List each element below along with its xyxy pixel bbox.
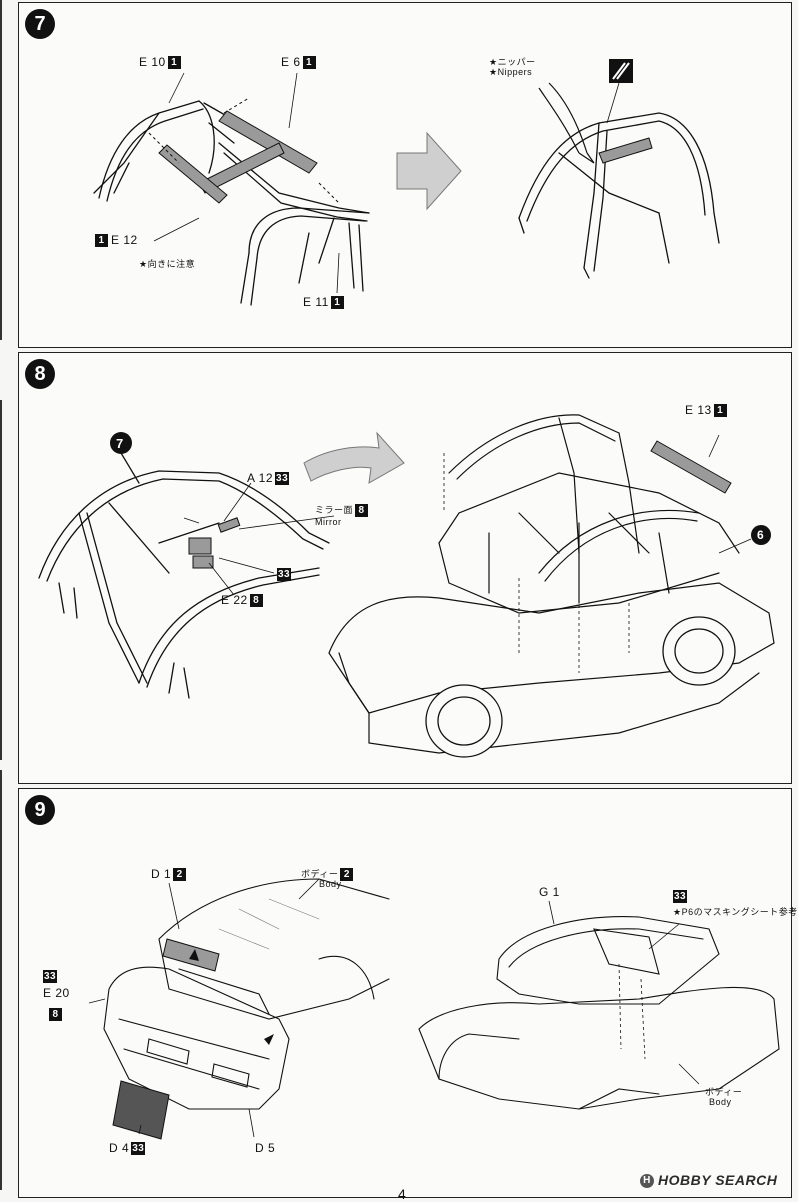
step-8-number: 8 (25, 359, 55, 389)
mirror-label-en: Mirror (315, 517, 342, 527)
badge-e20-top: 33 (43, 970, 58, 984)
edge-mark-top (0, 0, 2, 340)
nippers-cut-icon (609, 59, 633, 83)
step-9-body-illustration (88, 878, 780, 1140)
sub-step-ref-circle (110, 432, 132, 454)
badge-masking: 33 (673, 890, 688, 904)
nippers-label-en: ★Nippers (489, 67, 533, 77)
badge-a12: 33 (275, 472, 290, 486)
body2-label-en: Body (709, 1097, 732, 1107)
body-label-en: Body (319, 879, 342, 889)
label-e20: E 20 (43, 986, 70, 1000)
badge-e20-bottom: 8 (49, 1007, 65, 1022)
badge-d4: 33 (131, 1142, 146, 1156)
badge-mirror: 8 (355, 504, 369, 518)
badge-33-standalone: 33 (277, 568, 292, 582)
step-9-number: 9 (25, 795, 55, 825)
badge-e13: 1 (713, 404, 727, 418)
watermark-logo-icon: H (640, 1174, 654, 1189)
badge-body: 2 (340, 868, 354, 882)
badge-e12: 1 (95, 234, 108, 248)
badge-e11: 1 (330, 296, 344, 310)
body2-label-jp: ボディー (705, 1087, 743, 1097)
step-7-panel: 7 (18, 2, 792, 348)
step-7-number: 7 (25, 9, 55, 39)
edge-mark-bottom (0, 770, 2, 1190)
note-direction: ★向きに注意 (139, 259, 196, 269)
masking-note: ★P6のマスキングシート参考 (673, 907, 798, 917)
badge-e10: 1 (167, 56, 181, 70)
edge-mark-middle (0, 400, 2, 760)
badge-e6: 1 (302, 56, 316, 70)
ref-6-label: 6 (757, 528, 765, 542)
step-8-panel: 8 (18, 352, 792, 784)
step-7-rollcage-illustration (93, 59, 720, 306)
page-number: 4 (398, 1186, 406, 1202)
sub-step-ref-7: 7 (116, 436, 124, 451)
step-9-panel: 9 (18, 788, 797, 1198)
badge-d1: 2 (173, 868, 187, 882)
label-d5: D 5 (255, 1141, 276, 1155)
step-8-chassis-illustration (38, 414, 775, 758)
badge-e22: 8 (249, 594, 263, 608)
ref-6-circle (751, 525, 771, 545)
nippers-label-jp: ★ニッパー (489, 57, 536, 67)
label-g1: G 1 (539, 885, 560, 899)
